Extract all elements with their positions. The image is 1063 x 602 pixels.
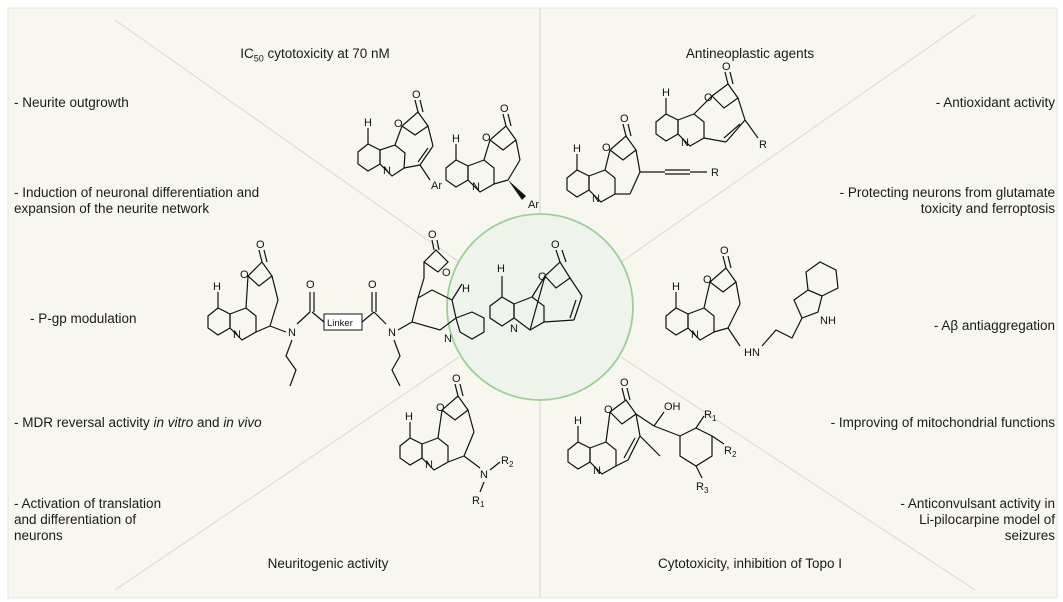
item-activation-line2: and differentiation of [14,512,137,527]
top-right-alkyne-carbonyl-oxygen: O [620,113,629,125]
top-right-alkyne-hydrogen: H [573,143,581,155]
molecule-top-right-alkyne: O O H N R [566,113,719,205]
molecule-amine: O O H N N R2 R1 [399,373,514,509]
top-left-2-ring-oxygen: O [482,132,491,144]
top-right-r-carbonyl-oxygen: O [722,61,731,73]
tryptamine-hn: HN [744,347,760,359]
item-mdr-reversal: - MDR reversal activity in vitro and in … [14,415,262,430]
dimer-right-carbonyl-oxygen: O [428,229,437,241]
top-right-r-substituent: R [759,139,767,151]
dimer-left-hydrogen: H [213,281,221,293]
item-protecting-line2: toxicity and ferroptosis [920,201,1055,216]
divider-diagonal-bottom-left [114,356,460,591]
benzylic-oh: OH [664,401,681,413]
section-title-cytotoxicity: Cytotoxicity, inhibition of Topo I [657,556,843,571]
section-title-ic50: IC50 cytotoxicity at 70 nM [240,46,390,64]
tryptamine-nitrogen: N [691,329,699,341]
top-left-2-aryl: Ar [528,199,539,211]
top-left-2-hydrogen: H [452,133,460,145]
amine-ring-nitrogen: N [425,459,433,471]
top-right-r-nitrogen: N [681,137,689,149]
molecule-top-left-2: O O H N Ar [445,103,539,211]
top-right-r-ring-oxygen: O [704,92,713,104]
divider-diagonal-top-right [620,14,976,263]
item-anticonvulsant-line3: seizures [1004,528,1055,543]
tryptamine-hydrogen: H [672,281,680,293]
molecule-dimer: O O H N N O Linker O N [207,229,485,387]
top-left-1-hydrogen: H [364,117,372,129]
item-neurite-outgrowth: - Neurite outgrowth [14,95,129,110]
amine-r1: R1 [472,495,485,509]
dimer-left-ring-oxygen: O [240,269,249,281]
linker-label: Linker [327,318,353,329]
center-circle [446,213,634,401]
benzylic-hydrogen: H [574,415,582,427]
tryptamine-carbonyl-oxygen: O [720,245,729,257]
item-mitochondrial: - Improving of mitochondrial functions [830,415,1055,430]
item-anticonvulsant-line1: - Anticonvulsant activity in [900,496,1055,511]
dimer-left-carbonyl-oxygen: O [256,239,265,251]
top-right-alkyne-ring-oxygen: O [602,142,611,154]
benzylic-r2: R2 [724,445,737,459]
dimer-left-nitrogen: N [233,329,241,341]
amine-carbonyl-oxygen: O [452,373,461,385]
amine-ring-oxygen: O [436,402,445,414]
item-activation-line3: neurons [14,528,63,543]
item-induction-line2: expansion of the neurite network [14,201,210,216]
central-molecule: O O H N [489,239,583,335]
tryptamine-indole-nh: NH [820,315,836,327]
item-abeta-antiaggregation: - Aβ antiaggregation [933,318,1055,333]
dimer-right-hydrogen: H [462,283,470,295]
dimer-left-amide-oxygen: O [306,279,315,291]
benzylic-ring-oxygen: O [604,404,613,416]
amine-hydrogen: H [405,411,413,423]
top-left-1-carbonyl-oxygen: O [412,89,421,101]
item-pgp-modulation: - P-gp modulation [30,311,137,326]
benzylic-r1: R1 [704,409,717,423]
amine-substituent-nitrogen: N [480,469,488,481]
top-left-1-ring-oxygen: O [394,118,403,130]
molecule-benzylic-alcohol: O O H N OH R1 R2 R3 [567,377,737,495]
dimer-right-ring-oxygen: O [442,267,451,279]
divider-diagonal-top-left [114,19,460,263]
molecule-top-right-r: O O H N R [655,61,767,151]
dimer-right-nitrogen: N [444,333,452,345]
section-title-neuritogenic: Neuritogenic activity [267,556,389,571]
benzylic-r3: R3 [696,481,709,495]
top-left-2-carbonyl-oxygen: O [500,103,509,115]
benzylic-nitrogen: N [593,465,601,477]
amine-r2: R2 [501,455,514,469]
benzylic-carbonyl-oxygen: O [620,377,629,389]
section-title-antineoplastic: Antineoplastic agents [685,46,815,61]
central-ring-oxygen: O [538,271,547,283]
top-right-r-hydrogen: H [662,87,670,99]
molecule-tryptamine-conjugate: O O H N HN NH [665,245,839,359]
item-activation-line1: - Activation of translation [14,496,162,511]
divider-diagonal-bottom-right [620,356,976,591]
item-anticonvulsant-line2: Li-pilocarpine model of [919,512,1055,527]
top-left-1-aryl: Ar [431,180,442,192]
top-right-alkyne-nitrogen: N [592,193,600,205]
top-right-alkyne-r: R [711,167,719,179]
tryptamine-ring-oxygen: O [703,274,712,286]
molecule-top-left-1: O O H N Ar [357,89,442,192]
top-left-1-nitrogen: N [383,165,391,177]
item-induction-line1: - Induction of neuronal differentiation … [14,185,260,200]
dimer-right-amide-nitrogen: N [388,327,396,339]
item-antioxidant: - Antioxidant activity [935,95,1055,110]
top-left-2-nitrogen: N [472,181,480,193]
item-protecting-line1: - Protecting neurons from glutamate [839,185,1055,200]
central-carbonyl-oxygen: O [551,239,560,251]
central-hydrogen: H [497,263,505,275]
dimer-left-amide-nitrogen: N [288,327,296,339]
dimer-right-amide-oxygen: O [368,279,377,291]
central-nitrogen: N [510,323,518,335]
